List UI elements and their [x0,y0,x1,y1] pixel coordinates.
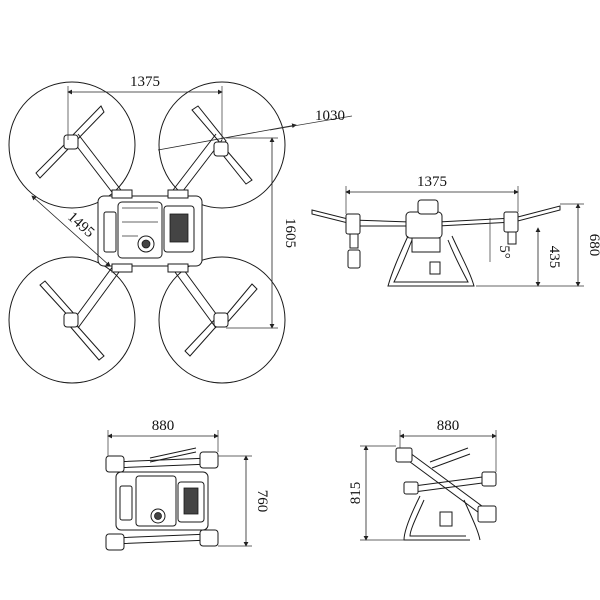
dim-angle: 5° [489,218,512,262]
dim-folded-side-height: 815 [348,445,404,541]
folded-top-width-label: 880 [152,418,175,434]
dim-folded-side-width: 880 [399,418,497,472]
folded-side-height-label: 815 [348,482,364,505]
diagonal-label: 1495 [64,209,97,241]
blades-top-left [35,105,105,179]
prop-disc-bottom-right [158,256,286,384]
side-motor-right [503,211,519,233]
dim-folded-top-width: 880 [107,418,219,456]
dim-folded-top-length: 760 [218,455,270,547]
folded-arms [111,447,211,545]
center-body [97,189,203,273]
side-nozzle [347,249,361,269]
folded-side-width-label: 880 [437,418,460,434]
top-view: 1375 1030 1495 1605 [8,74,353,384]
dim-top-length: 1605 [226,137,298,329]
side-view: 1375 5° 435 680 [311,174,600,287]
side-body [405,199,443,253]
side-landing-gear [387,235,475,287]
top-width-label: 1375 [130,74,160,90]
side-width-label: 1375 [417,174,447,190]
side-motor-left [345,213,361,235]
folded-top-view: 880 760 [105,418,270,551]
prop-span-label: 1030 [315,108,345,124]
folded-side-view: 880 815 [348,418,497,541]
folded-body [115,471,209,531]
folded-side-gear [403,495,481,541]
arms [71,133,223,329]
dim-prop-span: 1030 [157,108,353,151]
dim-top-width: 1375 [67,74,223,140]
leg-height-label: 435 [546,246,562,269]
dim-total-height: 680 [544,203,600,287]
prop-disc-top-right [158,81,286,209]
total-height-label: 680 [586,234,600,257]
angle-label: 5° [496,245,512,259]
blades-bottom-left [39,280,105,361]
folded-top-length-label: 760 [254,490,270,513]
dim-side-width: 1375 [345,174,519,214]
dim-leg-height: 435 [476,227,562,287]
blades-top-right [191,105,253,185]
blades-bottom-right [184,283,258,357]
folded-side-arms [401,447,491,519]
top-length-label: 1605 [282,218,298,248]
